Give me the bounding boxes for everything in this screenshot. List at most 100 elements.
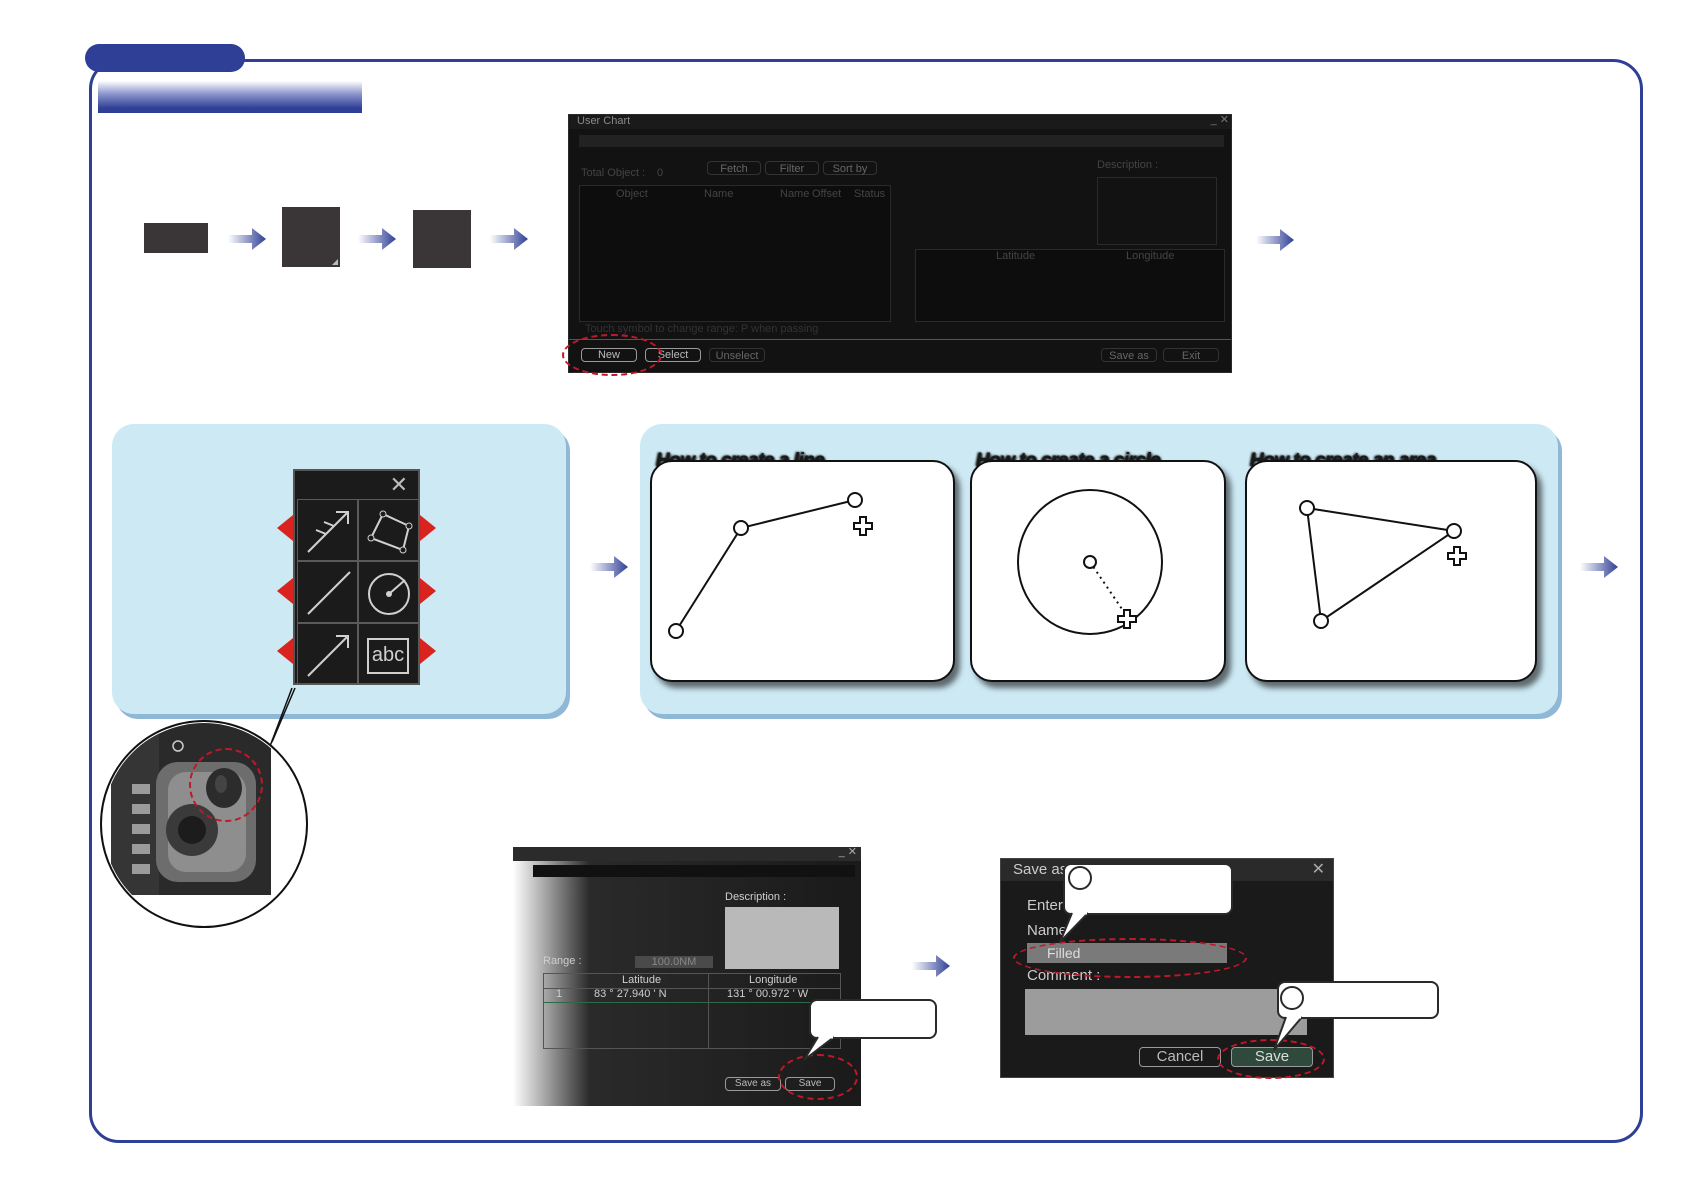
line-icon [307,571,351,615]
triangle-left-icon [277,638,293,664]
user-chart-dialog: User Chart _ ✕ Total Object : 0 Fetch Fi… [568,114,1232,373]
object-table: Object Name Name Offset Status [579,185,891,322]
enter-label: Enter [1027,897,1063,914]
toolbar-strip [533,865,855,877]
table-header: Latitude Longitude [544,974,840,989]
area-example-card [1245,460,1537,682]
sort-button[interactable]: Sort by [823,161,877,175]
range-value: 100.0NM [635,956,713,968]
step-3-key [413,210,471,268]
description-field[interactable] [725,907,839,969]
multi-arrow-icon [307,511,349,553]
cursor-cross-icon [1117,609,1137,629]
column-header: Offset [812,188,842,200]
coordinates-table: Latitude Longitude 1 83 ° 27.940 ' N 131… [543,973,841,1049]
dialog-titlebar: _ ✕ [513,847,861,861]
description-label: Description : [1097,159,1159,171]
step-1-key [144,223,208,253]
longitude-header: Longitude [749,974,798,986]
arrow-right-icon [490,228,528,250]
table-divider [708,974,709,1048]
name-field-highlight [1013,938,1247,978]
longitude-header: Longitude [1126,250,1175,262]
table-row[interactable]: 1 83 ° 27.940 ' N 131 ° 00.972 ' W [544,988,840,1003]
arrow-tool-button[interactable] [297,623,358,685]
fetch-button[interactable]: Fetch [707,161,761,175]
polygon-icon [367,510,413,554]
arrow-right-icon [358,228,396,250]
description-label: Description : [725,891,787,903]
triangle-right-icon [420,515,436,541]
comment-field[interactable] [1025,989,1307,1035]
filter-button[interactable]: Filter [765,161,819,175]
step-2-key [282,207,340,267]
line-example-card [650,460,955,682]
total-objects-label: Total Object : [581,167,646,179]
route-tool-button[interactable] [297,499,358,561]
triangle-right-icon [420,578,436,604]
save-button-highlight [1217,1039,1325,1079]
callout-save [803,999,937,1061]
arrow-right-icon [228,228,266,250]
column-header: Name [704,188,734,200]
description-box [1097,177,1217,245]
line-drawing [668,492,873,639]
line-tool-button[interactable] [297,561,358,623]
control-unit-zoom [100,687,308,928]
table-divider [574,974,575,1048]
arrow-right-icon [912,955,950,977]
section-title-bar [98,81,362,113]
exit-button[interactable]: Exit [1163,348,1219,362]
latitude-header: Latitude [996,250,1036,262]
new-button-highlight [562,334,662,376]
total-objects-value: 0 [657,167,664,179]
dialog-title: User Chart [577,115,631,127]
column-header: Name [780,188,810,200]
page-frame [89,59,1643,1143]
save-as-button[interactable]: Save as [725,1077,781,1091]
area-drawing [1299,500,1467,629]
circle-icon [368,573,410,615]
row-longitude: 131 ° 00.972 ' W [727,988,809,1000]
cursor-cross-icon [1447,546,1467,566]
close-icon[interactable]: ✕ [1311,861,1325,878]
arrow-right-icon [590,556,628,578]
draw-toolbox: ✕ abc [293,469,420,685]
text-tool-label: abc [367,638,409,674]
arrow-right-icon [1256,229,1294,251]
divider [569,339,1231,340]
dialog-title: Save as [1013,861,1068,878]
name-label: Name [1027,922,1068,939]
row-index: 1 [556,988,563,1000]
circle-drawing [1017,489,1163,635]
text-tool-button[interactable]: abc [358,623,419,685]
row-latitude: 83 ° 27.940 ' N [594,988,667,1000]
circle-tool-button[interactable] [358,561,419,623]
arrow-icon [307,635,349,677]
unselect-button[interactable]: Unselect [709,348,765,362]
circle-example-card [970,460,1226,682]
area-tool-button[interactable] [358,499,419,561]
scrollwheel-highlight [189,748,263,822]
close-icon[interactable]: ✕ [389,472,408,497]
triangle-left-icon [277,578,293,604]
range-label: Range : [543,955,582,967]
callout-save-dialog [1273,981,1439,1051]
triangle-right-icon [420,638,436,664]
close-icon[interactable]: _ ✕ [838,847,857,858]
save-button-highlight [778,1054,858,1100]
save-as-button[interactable]: Save as [1101,348,1157,362]
section-tab [85,44,245,72]
toolbar-strip [579,135,1224,147]
dialog-titlebar: User Chart _ ✕ [569,114,1231,129]
cancel-button[interactable]: Cancel [1139,1047,1221,1067]
close-icon[interactable]: _ ✕ [1210,114,1229,126]
column-header: Status [854,188,886,200]
latlong-table: Latitude Longitude [915,249,1225,322]
cursor-cross-icon [853,516,873,536]
arrow-right-icon [1580,556,1618,578]
latitude-header: Latitude [622,974,662,986]
column-header: Object [616,188,648,200]
triangle-left-icon [277,515,293,541]
callout-name [1059,863,1233,943]
